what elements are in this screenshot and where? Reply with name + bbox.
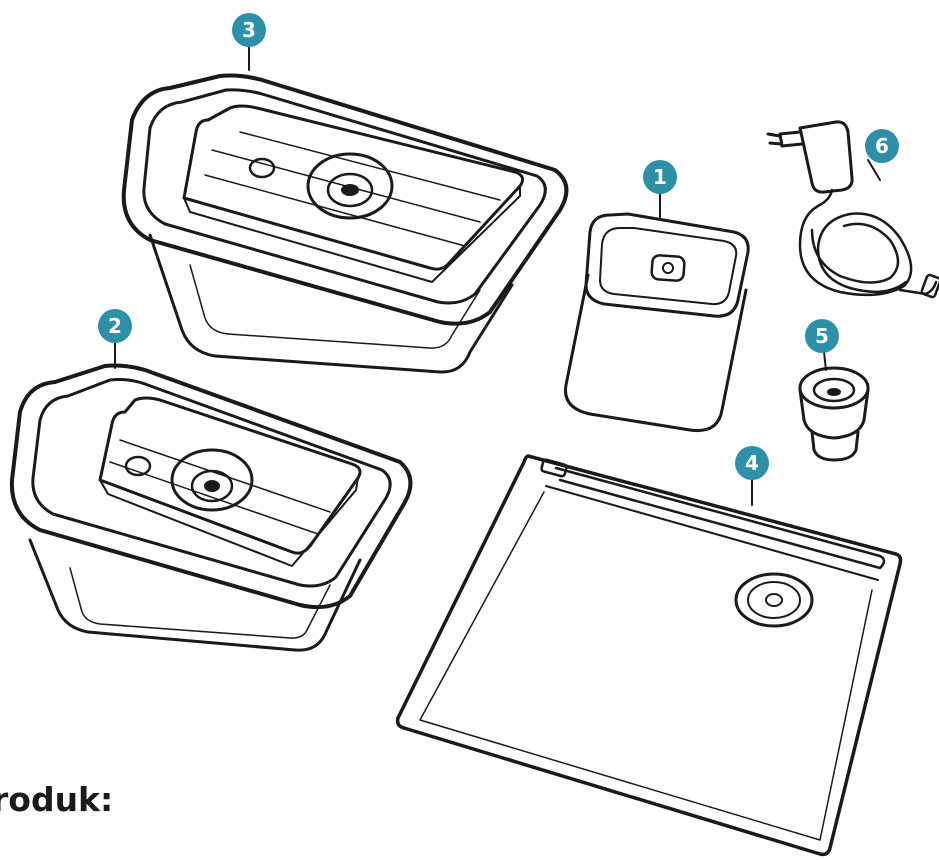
callout-number-6: 6 [875,134,889,158]
callout-badge-4: 4 [735,446,769,480]
callout-number-4: 4 [745,451,759,475]
callout-badge-5: 5 [805,319,839,353]
callout-badge-6: 6 [865,129,899,163]
large-container-icon [124,76,567,373]
callout-badge-1: 1 [643,160,677,194]
adapter-icon [800,368,868,460]
vacuum-pump-icon [566,214,749,431]
callout-badge-3: 3 [232,13,266,47]
callout-badge-2: 2 [98,309,132,343]
callout-number-3: 3 [242,18,256,42]
section-caption: roduk: [0,780,113,819]
vacuum-bag-icon [398,456,901,854]
charger-icon [768,122,939,298]
small-container-icon [12,366,411,651]
callout-number-5: 5 [815,324,829,348]
callout-number-1: 1 [653,165,667,189]
callout-number-2: 2 [108,314,122,338]
